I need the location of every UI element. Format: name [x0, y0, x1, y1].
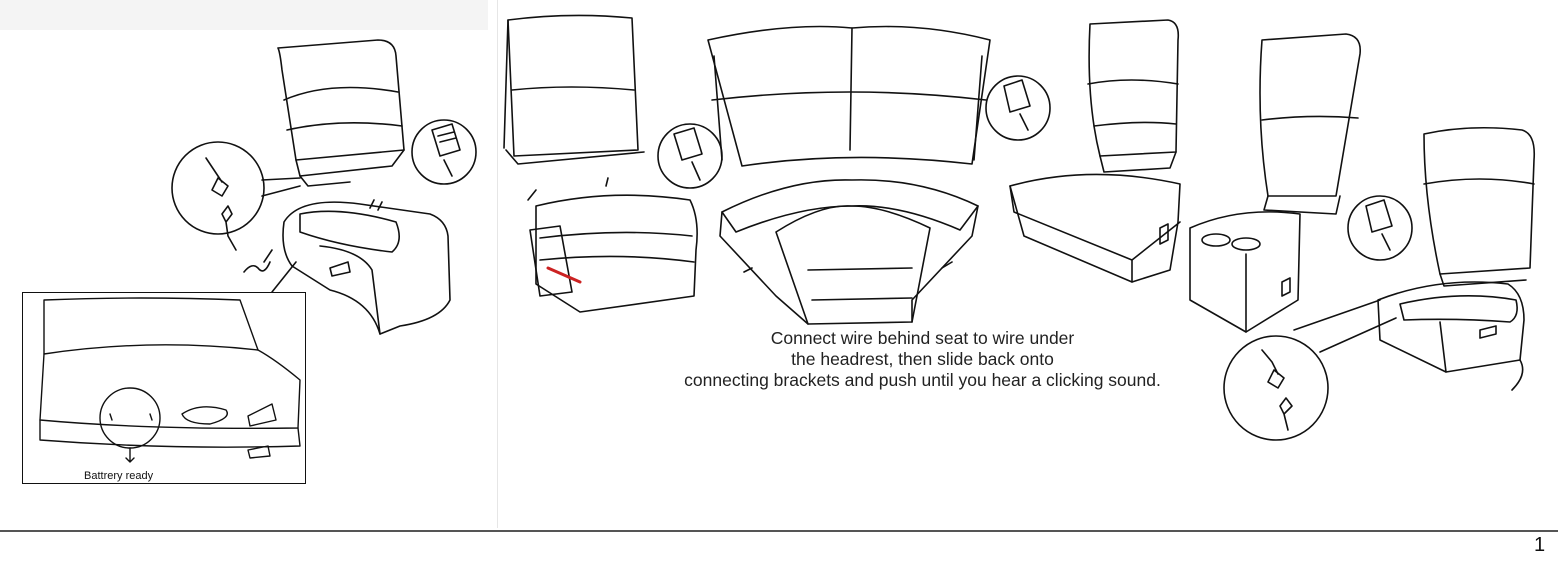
instruction-line-2: the headrest, then slide back onto	[620, 349, 1225, 370]
instruction-line-1: Connect wire behind seat to wire under	[620, 328, 1225, 349]
battery-ready-label: Battrery ready	[84, 470, 153, 482]
instruction-line-3: connecting brackets and push until you h…	[620, 370, 1225, 391]
page-number: 1	[1534, 534, 1545, 557]
assembly-instruction-text: Connect wire behind seat to wire under t…	[620, 328, 1225, 391]
footer-rule	[0, 530, 1558, 532]
